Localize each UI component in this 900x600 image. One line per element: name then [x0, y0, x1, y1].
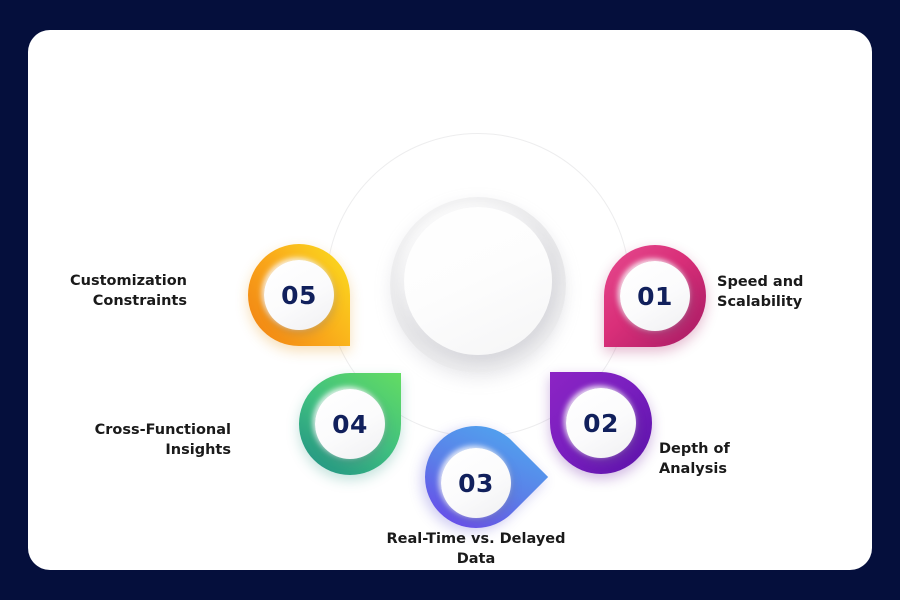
step-label-04-line1: Cross-Functional: [94, 422, 231, 438]
step-marker-03-disc: 03: [441, 448, 511, 518]
step-label-05-line2: Constraints: [92, 293, 187, 309]
step-number-01: 01: [637, 281, 673, 311]
step-number-04: 04: [332, 409, 368, 439]
step-marker-04[interactable]: 04: [299, 373, 401, 475]
step-label-01: Speed and Scalability: [717, 272, 803, 312]
step-label-03-line1: Real-Time vs. Delayed: [386, 531, 566, 547]
step-label-01-line1: Speed and: [717, 274, 804, 290]
step-number-02: 02: [583, 408, 619, 438]
step-label-05: Customization Constraints: [70, 271, 187, 311]
step-marker-01[interactable]: 01: [604, 245, 706, 347]
step-marker-02-disc: 02: [566, 388, 636, 458]
step-number-05: 05: [281, 280, 317, 310]
step-marker-01-disc: 01: [620, 261, 690, 331]
step-marker-04-disc: 04: [315, 389, 385, 459]
step-label-03-line2: Data: [456, 551, 496, 567]
step-marker-05-disc: 05: [264, 260, 334, 330]
step-number-03: 03: [458, 468, 494, 498]
content-card: 01 Speed and Scalability 02 Depth of Ana…: [28, 30, 872, 570]
step-label-02-line2: Analysis: [659, 461, 727, 477]
center-hub-inner-circle: [404, 207, 552, 355]
step-label-04-line2: Insights: [165, 442, 231, 458]
step-marker-05[interactable]: 05: [248, 244, 350, 346]
step-label-02: Depth of Analysis: [659, 439, 730, 479]
step-label-01-line2: Scalability: [717, 294, 803, 310]
step-label-03: Real-Time vs. Delayed Data: [387, 529, 566, 569]
step-label-04: Cross-Functional Insights: [95, 420, 231, 460]
step-label-02-line1: Depth of: [659, 441, 730, 457]
step-marker-03[interactable]: 03: [403, 404, 549, 550]
step-marker-02[interactable]: 02: [550, 372, 652, 474]
step-label-05-line1: Customization: [70, 273, 187, 289]
